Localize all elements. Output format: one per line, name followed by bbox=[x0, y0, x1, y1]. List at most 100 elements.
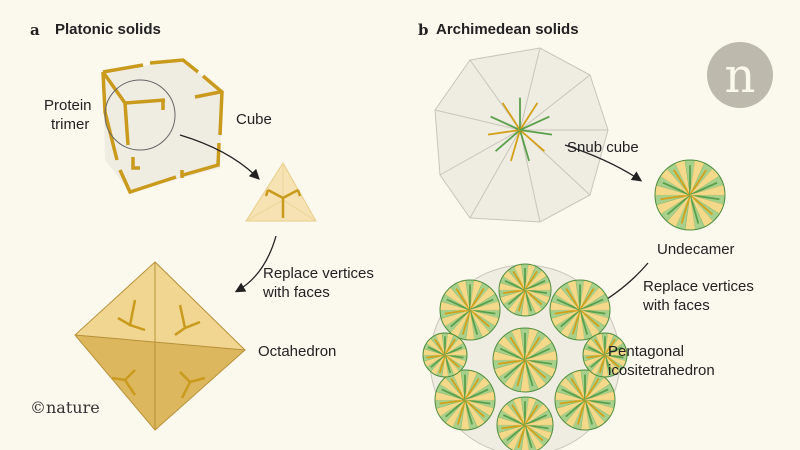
spoke bbox=[666, 194, 691, 216]
spoke bbox=[584, 388, 609, 401]
spoke bbox=[662, 181, 691, 196]
svg-text:n: n bbox=[725, 48, 756, 104]
spoke bbox=[579, 309, 600, 328]
spoke bbox=[426, 354, 446, 359]
spoke bbox=[516, 359, 526, 387]
spoke bbox=[507, 289, 526, 306]
spoke bbox=[511, 404, 526, 426]
spoke bbox=[510, 129, 521, 162]
pentagonal-icositetrahedron bbox=[422, 263, 628, 450]
spoke bbox=[487, 129, 521, 136]
spoke bbox=[464, 399, 491, 405]
spoke bbox=[427, 346, 446, 356]
spoke bbox=[561, 388, 586, 401]
spoke bbox=[464, 378, 480, 401]
spoke bbox=[680, 194, 691, 224]
panel-b-letter: b bbox=[418, 21, 429, 39]
panel-a-title: Platonic solids bbox=[55, 21, 161, 38]
spoke bbox=[604, 354, 612, 374]
spoke bbox=[439, 399, 466, 405]
spoke bbox=[434, 338, 446, 356]
spoke bbox=[519, 129, 553, 136]
spoke bbox=[584, 399, 594, 425]
spoke bbox=[524, 359, 553, 365]
spoke bbox=[689, 194, 720, 201]
spoke bbox=[490, 115, 521, 131]
spoke bbox=[469, 288, 485, 311]
spoke bbox=[506, 424, 526, 442]
spoke bbox=[519, 129, 546, 152]
spoke bbox=[565, 288, 581, 311]
spoke bbox=[604, 354, 624, 359]
octahedron-label: Octahedron bbox=[258, 343, 337, 360]
spoke bbox=[444, 346, 463, 356]
spoke bbox=[524, 289, 548, 295]
spoke bbox=[456, 399, 466, 425]
nature-logo: n bbox=[707, 42, 773, 108]
spoke bbox=[660, 194, 691, 201]
nature-credit: ©nature bbox=[30, 398, 100, 417]
spoke bbox=[576, 399, 586, 425]
spoke bbox=[587, 346, 606, 356]
spoke bbox=[556, 298, 581, 311]
spoke bbox=[464, 399, 474, 425]
spoke bbox=[524, 424, 533, 449]
spoke bbox=[524, 280, 546, 291]
spoke bbox=[524, 424, 544, 442]
spoke bbox=[517, 424, 526, 449]
spoke bbox=[444, 354, 460, 368]
replace-label-b-1: Replace vertices bbox=[643, 278, 754, 295]
spoke bbox=[464, 399, 485, 418]
spoke bbox=[594, 338, 606, 356]
spoke bbox=[524, 289, 543, 306]
spoke bbox=[524, 289, 533, 312]
panel-a-letter: a bbox=[30, 21, 40, 39]
spoke bbox=[469, 298, 494, 311]
spoke bbox=[524, 336, 541, 361]
result-label-1: Pentagonal bbox=[608, 343, 684, 360]
spoke bbox=[579, 288, 595, 311]
spoke bbox=[689, 169, 707, 196]
undecamer bbox=[654, 159, 726, 231]
spoke bbox=[584, 399, 611, 405]
protein-label-1: Protein bbox=[44, 97, 92, 114]
spoke bbox=[524, 359, 534, 387]
spoke bbox=[441, 388, 466, 401]
spoke bbox=[524, 347, 551, 361]
spoke bbox=[673, 169, 691, 196]
spoke bbox=[579, 298, 604, 311]
spoke bbox=[469, 309, 479, 335]
spoke bbox=[524, 359, 547, 379]
spoke bbox=[445, 399, 466, 418]
spoke bbox=[469, 309, 490, 328]
spoke bbox=[430, 354, 446, 368]
spoke bbox=[504, 280, 526, 291]
spoke bbox=[571, 309, 581, 335]
spoke bbox=[604, 346, 623, 356]
spoke bbox=[444, 338, 456, 356]
spoke bbox=[524, 424, 549, 430]
trimer-triangle bbox=[245, 162, 317, 222]
protein-label-2: trimer bbox=[51, 116, 90, 133]
octahedron bbox=[74, 261, 246, 431]
spoke bbox=[604, 354, 620, 368]
spoke bbox=[499, 347, 526, 361]
spoke bbox=[461, 309, 471, 335]
spoke bbox=[444, 309, 471, 315]
spoke bbox=[444, 354, 452, 374]
spoke bbox=[689, 181, 718, 196]
spoke bbox=[565, 399, 586, 418]
spoke bbox=[444, 354, 464, 359]
spoke bbox=[464, 388, 489, 401]
spoke bbox=[590, 354, 606, 368]
replace-label-b-2: with faces bbox=[643, 297, 710, 314]
spoke bbox=[494, 129, 521, 152]
spoke bbox=[579, 309, 606, 315]
spoke bbox=[517, 289, 526, 312]
spoke bbox=[503, 359, 526, 379]
spoke bbox=[446, 298, 471, 311]
replace-label-a-2: with faces bbox=[263, 284, 330, 301]
replace-label-a-1: Replace vertices bbox=[263, 265, 374, 282]
